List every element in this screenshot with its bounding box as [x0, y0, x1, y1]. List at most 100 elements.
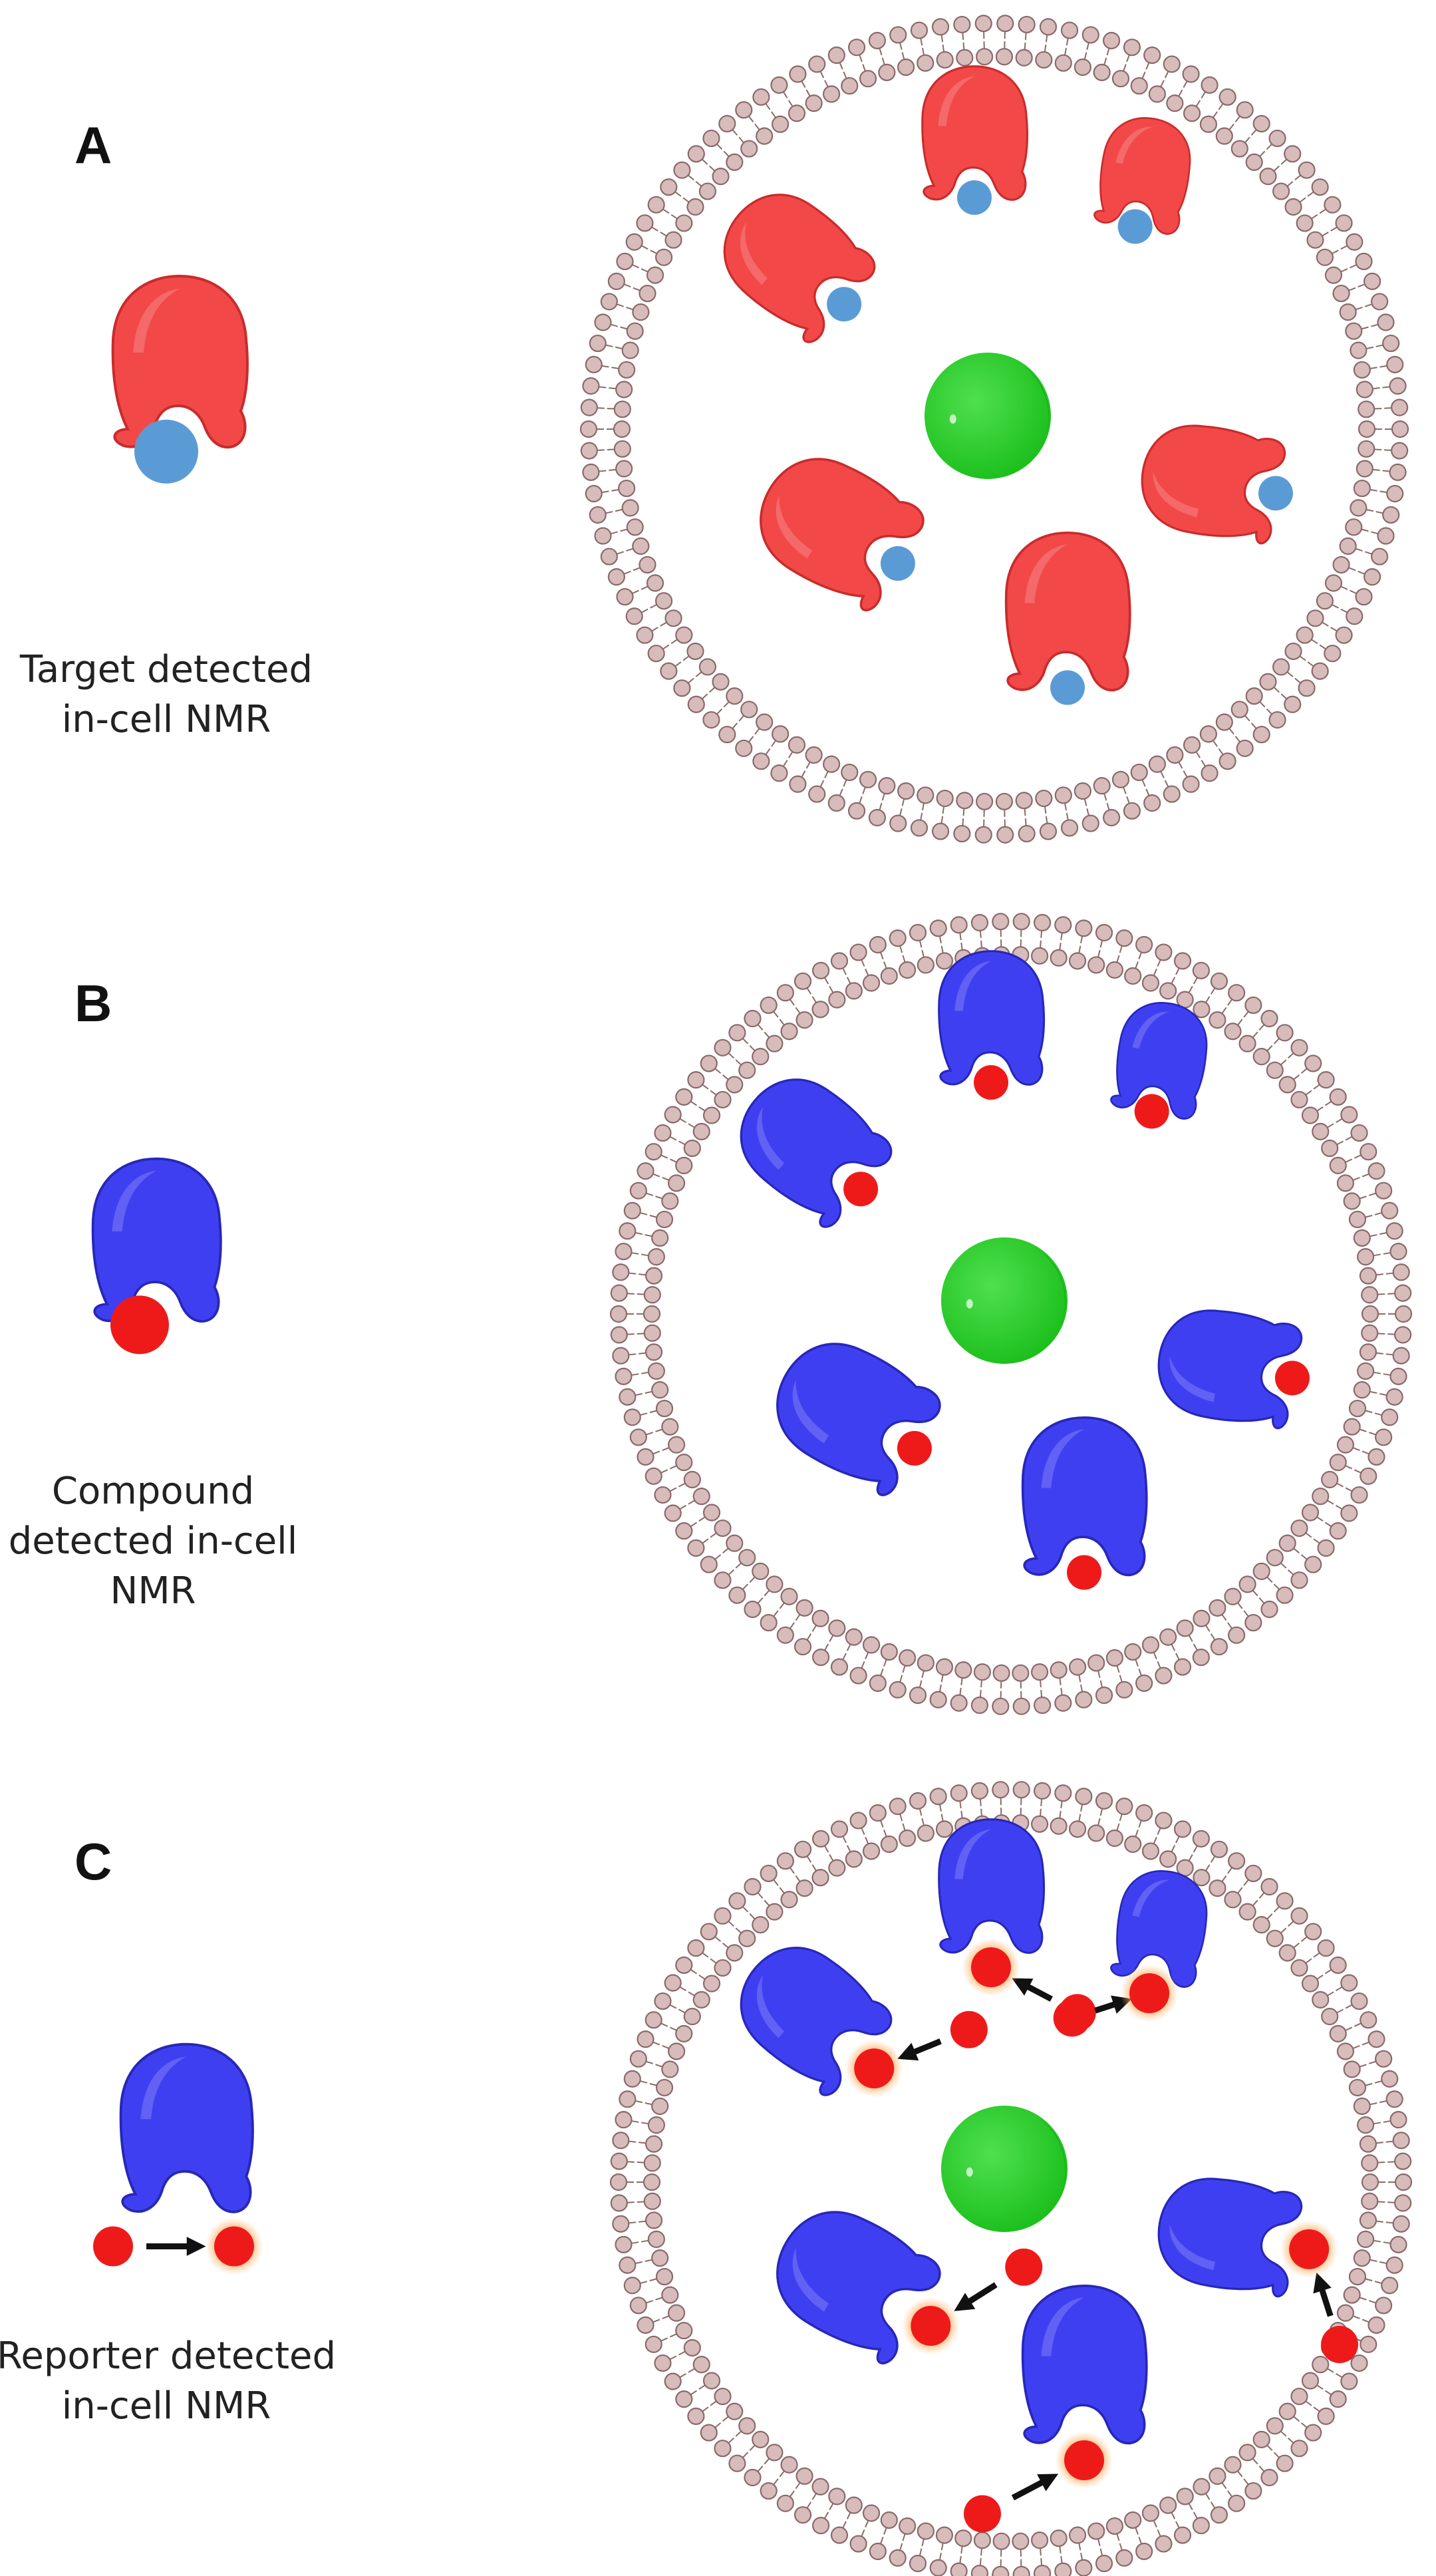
lipid-head	[655, 1399, 674, 1418]
lipid-head	[1199, 115, 1217, 133]
lipid-head	[909, 923, 927, 941]
lipid-tail	[1103, 57, 1107, 65]
lipid-tail	[702, 1538, 709, 1544]
lipid-tail	[1379, 1231, 1387, 1235]
lipid-head	[1087, 956, 1105, 974]
lipid-head	[760, 996, 778, 1015]
lipid-tail	[669, 1136, 677, 1141]
lipid-head	[675, 1956, 693, 1974]
lipid-head	[1260, 2468, 1278, 2487]
lipid-head	[654, 592, 673, 610]
lipid-head	[830, 1820, 849, 1838]
lipid-head	[1210, 1840, 1228, 1858]
lipid-head	[1321, 1139, 1339, 1158]
lipid-tail	[688, 174, 694, 181]
lipid-tail	[1354, 2022, 1362, 2027]
lipid-head	[1018, 15, 1036, 34]
lipid-head	[1359, 1343, 1377, 1361]
lipid-head	[1210, 2506, 1228, 2524]
lipid-tail	[824, 1845, 829, 1853]
lipid-tail	[1273, 1583, 1280, 1590]
protein-body	[1141, 424, 1286, 545]
lipid-head	[1054, 54, 1072, 72]
lipid-head	[1367, 1448, 1385, 1466]
lipid-tail	[1340, 268, 1348, 273]
lipid-tail	[1099, 940, 1103, 948]
lipid-tail	[1040, 1690, 1043, 1698]
lipid-tail	[811, 1625, 817, 1632]
lipid-tail	[710, 1090, 717, 1096]
lipid-tail	[735, 2430, 742, 2437]
lipid-head	[1343, 2060, 1361, 2078]
lipid-tail	[1252, 2458, 1258, 2465]
lipid-head	[847, 802, 866, 820]
lipid-tail	[1228, 728, 1234, 735]
protein	[776, 2211, 941, 2364]
lipid-tail	[1369, 2102, 1377, 2106]
lipid-tail	[1157, 1828, 1161, 1836]
lipid-head	[1163, 55, 1181, 73]
protein	[723, 194, 876, 343]
lipid-tail	[1369, 488, 1377, 492]
lipid-head	[673, 161, 691, 179]
lipid-tail	[1364, 551, 1373, 555]
lipid-head	[1346, 607, 1364, 625]
lipid-head	[686, 198, 704, 216]
lipid-head	[1290, 1907, 1308, 1925]
lipid-tail	[627, 1333, 635, 1335]
lipid-head	[589, 334, 607, 353]
lipid-head	[970, 1782, 989, 1800]
lipid-tail	[1040, 2548, 1042, 2556]
lipid-head	[692, 1122, 710, 1140]
lipid-head	[956, 49, 974, 67]
lipid-head	[1332, 284, 1350, 303]
lipid-head	[1317, 1071, 1335, 1089]
lipid-tail	[631, 1373, 639, 1376]
lipid-tail	[698, 1516, 706, 1522]
lipid-tail	[1097, 1670, 1101, 1679]
lipid-head	[917, 54, 934, 72]
lipid-tail	[1237, 1019, 1243, 1026]
lipid-tail	[1227, 1867, 1233, 1874]
lipid-head	[645, 2135, 663, 2153]
lipid-tail	[682, 655, 690, 661]
lipid-head	[917, 956, 934, 974]
lipid-tail	[631, 1252, 639, 1255]
lipid-head	[1276, 1586, 1294, 1604]
protein	[91, 1157, 222, 1323]
lipid-head	[654, 248, 673, 266]
lipid-head	[1336, 2304, 1355, 2322]
lipid-head	[1389, 2111, 1407, 2129]
lipid-head	[629, 2050, 647, 2068]
lipid-head	[878, 63, 896, 81]
lipid-head	[1364, 568, 1381, 586]
lipid-head	[1236, 101, 1254, 119]
lipid-head	[664, 1974, 682, 1992]
lipid-head	[1266, 1549, 1284, 1567]
lipid-head	[917, 786, 934, 804]
lipid-head	[935, 2526, 954, 2544]
lipid-tail	[1183, 770, 1188, 778]
lipid-head	[651, 2249, 669, 2267]
lipid-tail	[1369, 2259, 1377, 2262]
lipid-head	[714, 2440, 732, 2458]
protein-body	[776, 2211, 941, 2364]
lipid-head	[1030, 947, 1049, 965]
lipid-tail	[1383, 2241, 1391, 2244]
lipid-head	[1298, 161, 1316, 179]
protein-highlight	[756, 1975, 784, 2038]
lipid-tail	[829, 2503, 834, 2510]
lipid-tail	[1307, 661, 1314, 667]
ligand	[963, 2495, 1001, 2533]
nucleus-glint	[966, 2167, 973, 2177]
lipid-tail	[919, 1680, 923, 1688]
lipid-tail	[1116, 2533, 1120, 2541]
lipid-tail	[1064, 802, 1068, 811]
lipid-head	[1357, 1362, 1375, 1380]
lipid-head	[718, 725, 736, 744]
lipid-tail	[940, 945, 944, 953]
lipid-tail	[708, 165, 716, 172]
lipid-tail	[660, 621, 667, 627]
lipid-head	[1394, 2194, 1412, 2212]
lipid-head	[1135, 935, 1153, 954]
